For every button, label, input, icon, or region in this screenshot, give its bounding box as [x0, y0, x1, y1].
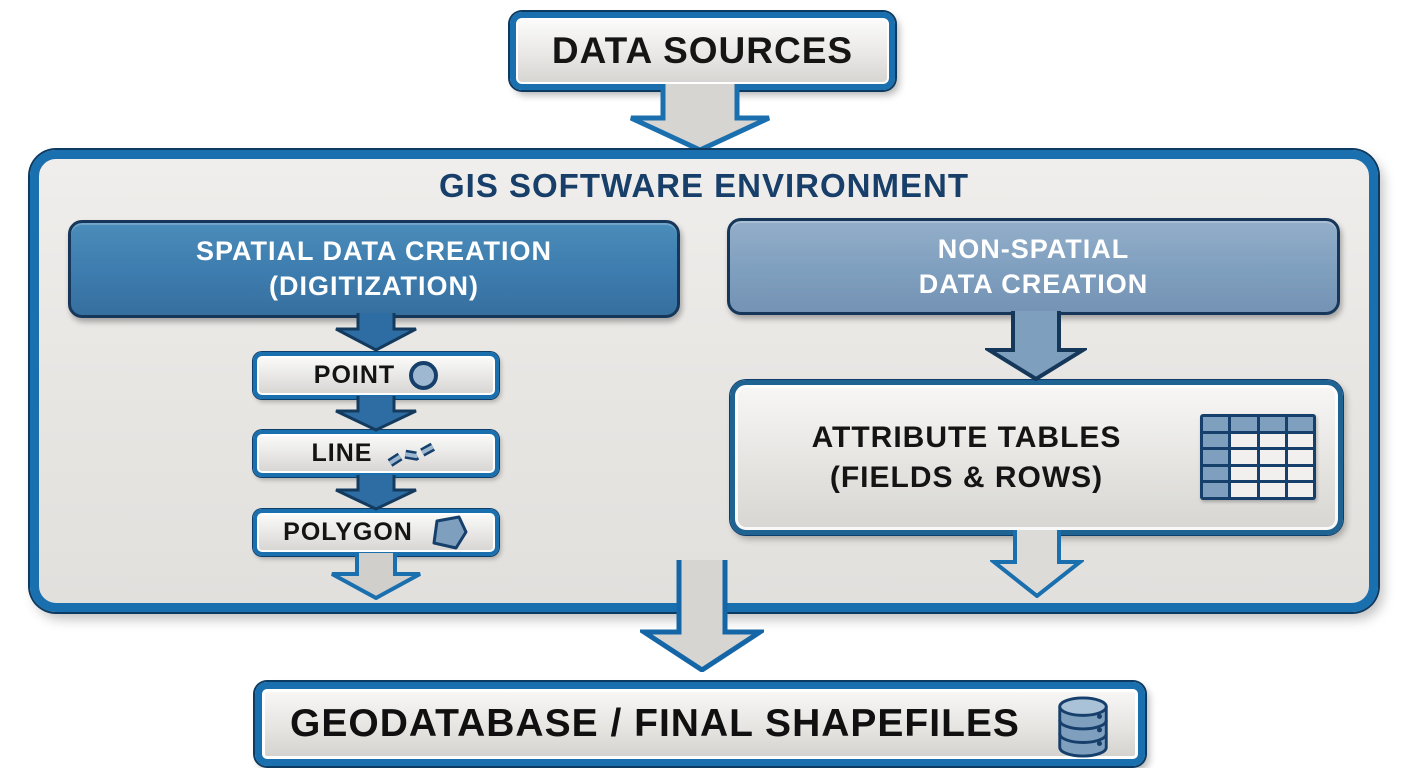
- point-box: POINT: [253, 352, 499, 399]
- table-cell: [1231, 450, 1257, 464]
- polygon-icon: [432, 515, 468, 549]
- table-cell: [1259, 417, 1285, 431]
- arrow-down-icon: [985, 311, 1087, 381]
- geodatabase-box: GEODATABASE / FINAL SHAPEFILES: [255, 682, 1145, 766]
- non-spatial-header-line1: NON-SPATIAL: [937, 233, 1130, 264]
- non-spatial-header-line2: DATA CREATION: [918, 268, 1149, 299]
- attribute-line2: (FIELDS & ROWS): [829, 460, 1104, 494]
- arrow-down-icon: [629, 84, 771, 152]
- geodatabase-label: GEODATABASE / FINAL SHAPEFILES: [290, 702, 1020, 745]
- non-spatial-data-creation-header: NON-SPATIAL DATA CREATION: [727, 218, 1340, 315]
- table-cell: [1259, 466, 1285, 481]
- point-label: POINT: [313, 361, 396, 389]
- table-cell: [1259, 483, 1285, 497]
- arrow-down-icon: [335, 475, 417, 511]
- table-cell: [1287, 417, 1313, 431]
- arrow-down-icon: [990, 530, 1084, 598]
- data-sources-box: DATA SOURCES: [510, 12, 895, 90]
- spatial-data-creation-header: SPATIAL DATA CREATION (DIGITIZATION): [68, 220, 680, 318]
- table-cell: [1287, 483, 1313, 497]
- line-box: LINE: [253, 430, 499, 477]
- spatial-header-line2: (DIGITIZATION): [269, 271, 479, 301]
- arrow-down-icon: [335, 396, 417, 432]
- attribute-tables-box: ATTRIBUTE TABLES (FIELDS & ROWS): [730, 380, 1343, 535]
- arrow-down-icon: [640, 560, 764, 672]
- arrow-down-icon: [331, 553, 421, 600]
- database-icon: [1058, 696, 1108, 758]
- table-cell: [1287, 450, 1313, 464]
- line-label: LINE: [311, 439, 373, 467]
- polygon-box: POLYGON: [253, 509, 499, 556]
- table-cell: [1287, 466, 1313, 481]
- data-sources-label: DATA SOURCES: [551, 30, 854, 71]
- polygon-label: POLYGON: [283, 518, 413, 546]
- table-grid-icon: [1200, 414, 1316, 500]
- attribute-line1: ATTRIBUTE TABLES: [811, 420, 1122, 454]
- table-cell: [1231, 417, 1257, 431]
- table-cell: [1203, 433, 1229, 448]
- table-cell: [1231, 483, 1257, 497]
- polyline-icon: [388, 440, 439, 467]
- gis-software-environment-container: GIS SOFTWARE ENVIRONMENT SPATIAL DATA CR…: [30, 150, 1378, 612]
- table-cell: [1203, 417, 1229, 431]
- table-cell: [1203, 466, 1229, 481]
- table-cell: [1203, 450, 1229, 464]
- table-cell: [1259, 433, 1285, 448]
- gis-environment-title: GIS SOFTWARE ENVIRONMENT: [438, 167, 970, 204]
- attribute-tables-text: ATTRIBUTE TABLES (FIELDS & ROWS): [735, 385, 1198, 530]
- table-cell: [1231, 433, 1257, 448]
- table-cell: [1287, 433, 1313, 448]
- spatial-header-line1: SPATIAL DATA CREATION: [196, 236, 552, 267]
- table-cell: [1259, 450, 1285, 464]
- point-circle-icon: [409, 361, 439, 390]
- arrow-down-icon: [335, 313, 417, 352]
- table-cell: [1231, 466, 1257, 481]
- table-cell: [1203, 483, 1229, 497]
